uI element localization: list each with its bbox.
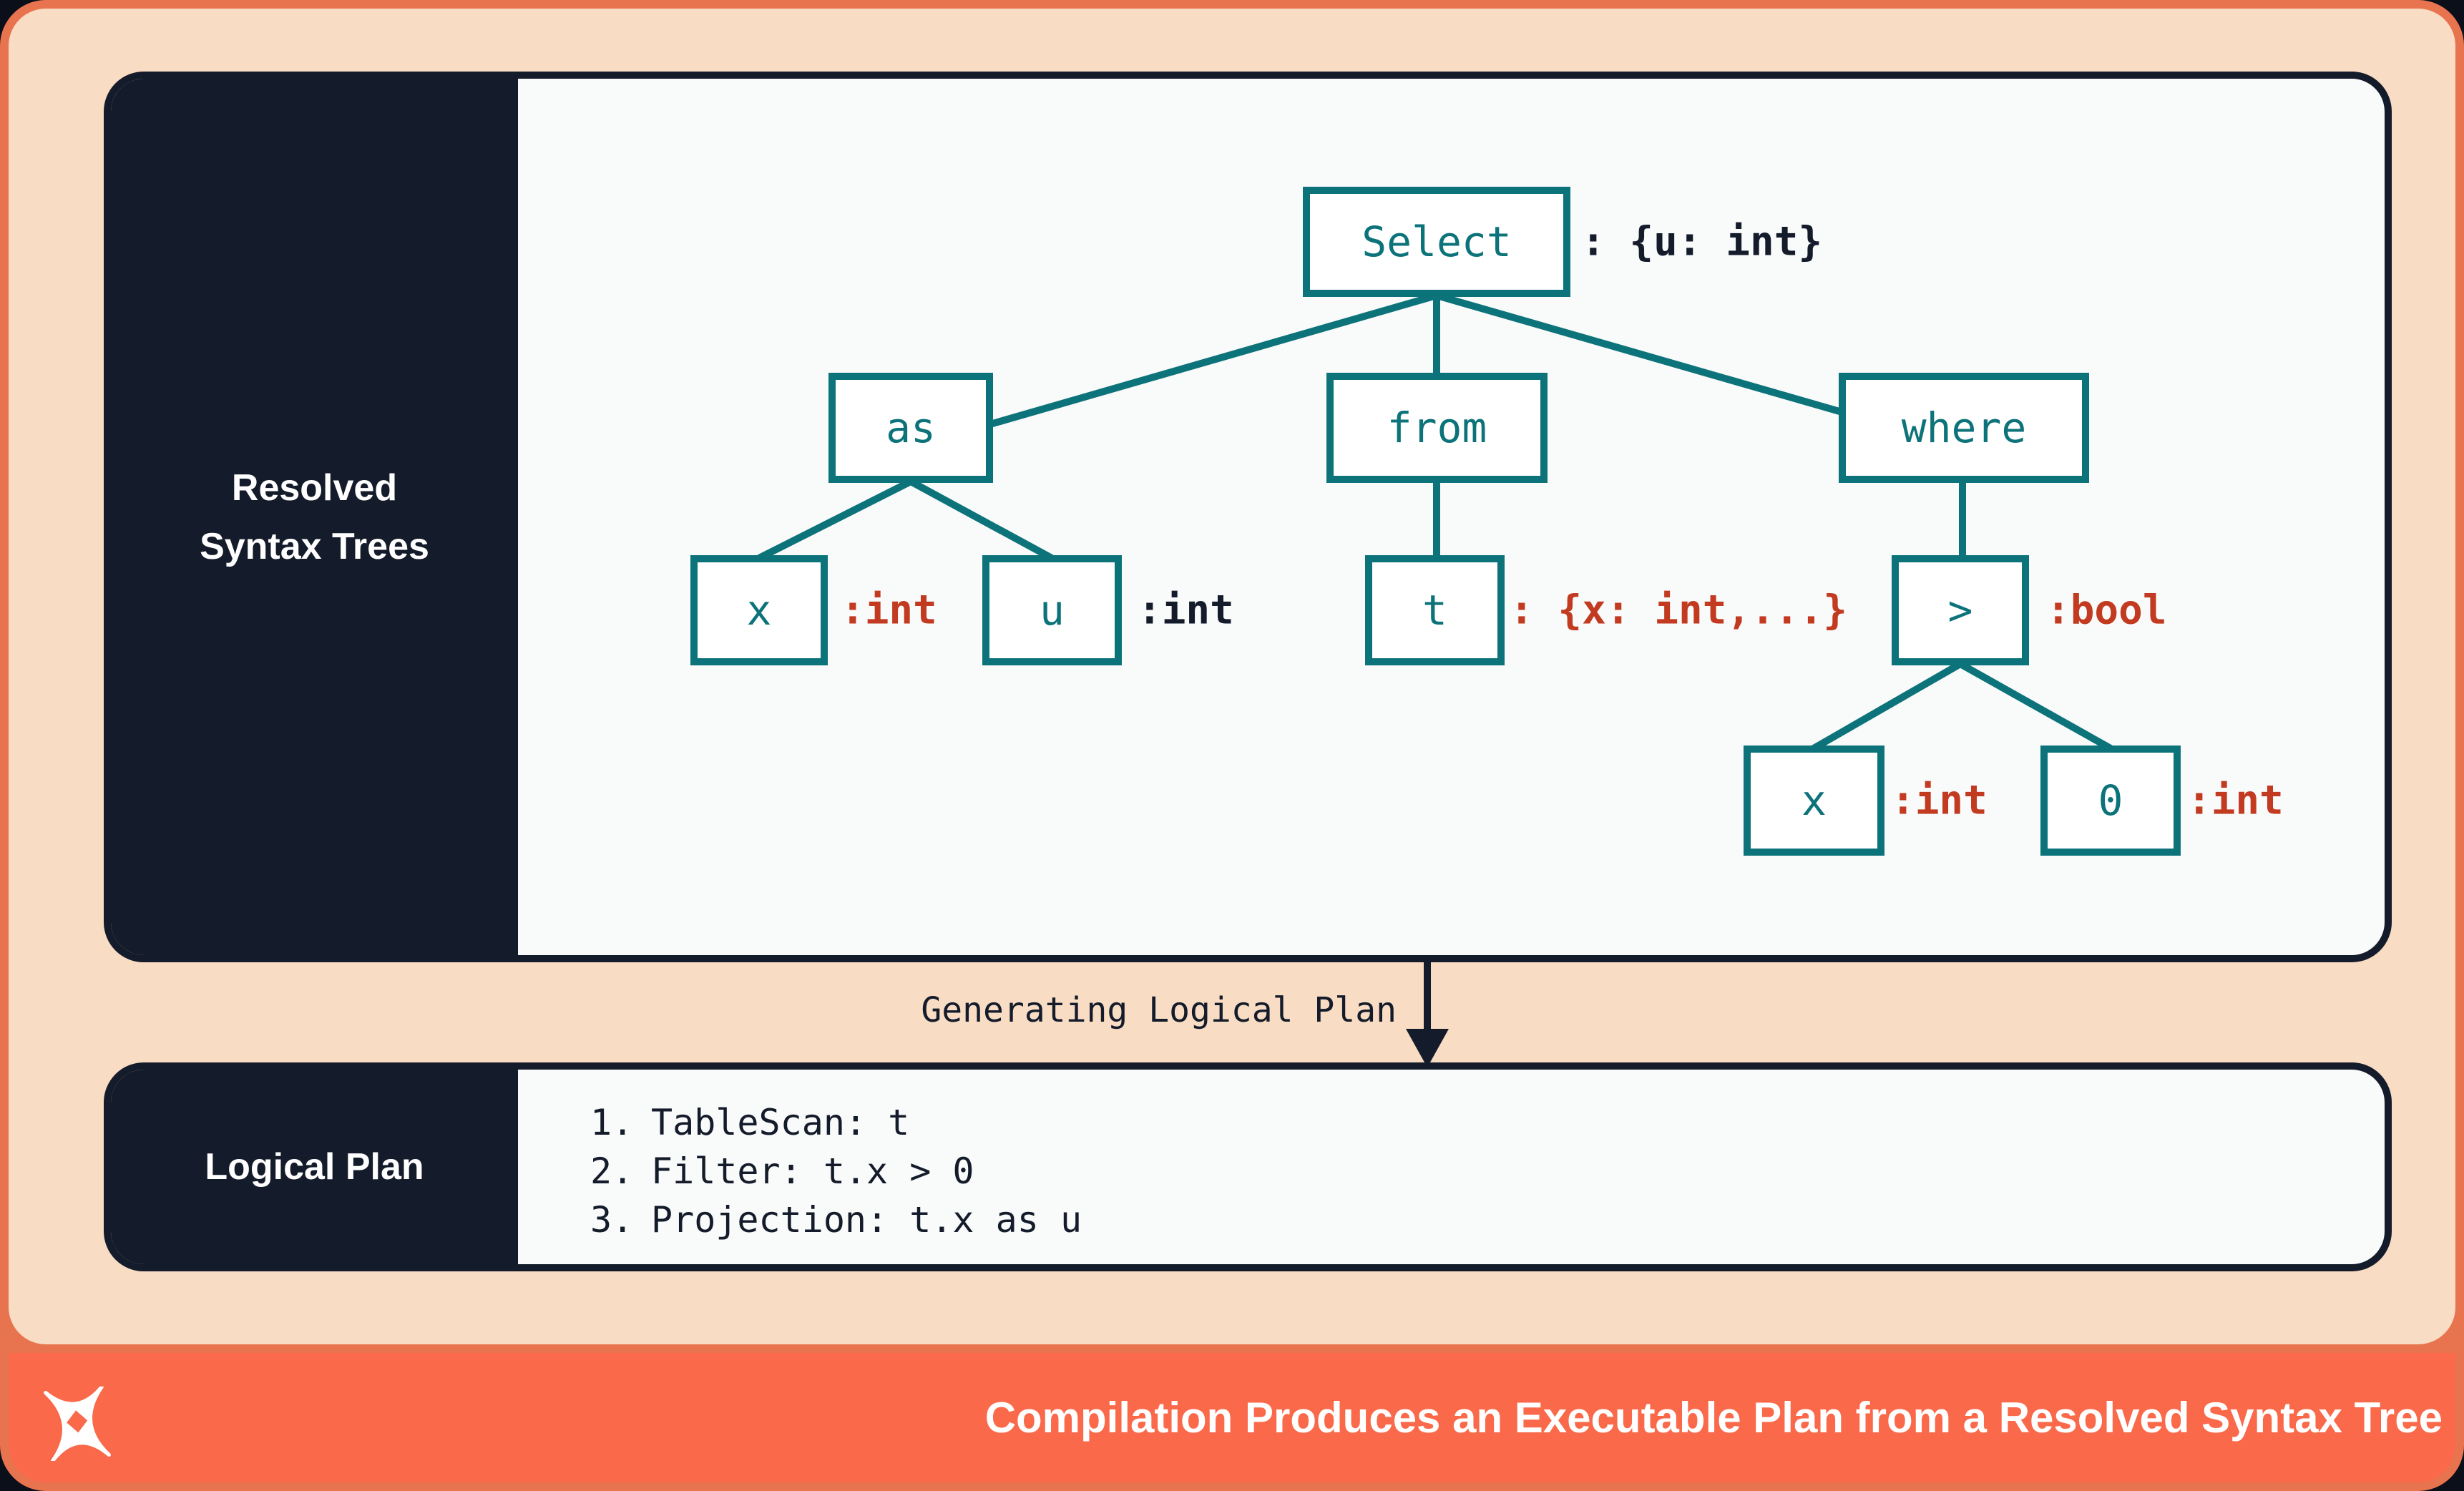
tree-node-select-label: Select	[1361, 217, 1512, 266]
sidebar-title-line2: Syntax Trees	[200, 525, 429, 567]
logical-plan-step: 1. TableScan: t	[590, 1098, 1082, 1147]
tree-node-x-gt: x	[1744, 746, 1884, 856]
tree-node-x-as-label: x	[746, 586, 772, 635]
tree-node-x-gt-label: x	[1801, 776, 1827, 825]
tree-node-as: as	[828, 373, 993, 483]
four-point-star-logo-icon	[44, 1387, 111, 1461]
tree-node-zero: 0	[2040, 746, 2181, 856]
tree-node-x-as: x	[690, 555, 828, 665]
down-arrow-head-icon	[1406, 1029, 1449, 1067]
logical-plan-sidebar: Logical Plan	[111, 1070, 518, 1264]
resolved-panel-sidebar: Resolved Syntax Trees	[111, 79, 518, 955]
step-text: Projection: t.x as u	[651, 1199, 1082, 1241]
tree-node-u-as-label: u	[1040, 586, 1065, 635]
logical-plan-step: 2. Filter: t.x > 0	[590, 1147, 1082, 1196]
footer-title: Compilation Produces an Executable Plan …	[984, 1394, 2443, 1442]
tree-node-t-from: t	[1365, 555, 1505, 665]
type-annotation-u-as: :int	[1138, 587, 1234, 634]
down-arrow-line	[1424, 962, 1431, 1034]
step-text: TableScan: t	[651, 1102, 910, 1143]
type-annotation-greater-than: :bool	[2046, 587, 2167, 634]
type-annotation-x-as: :int	[841, 587, 937, 634]
tree-node-select: Select	[1303, 187, 1570, 297]
logical-plan-sidebar-title: Logical Plan	[205, 1146, 424, 1188]
tree-node-where: where	[1839, 373, 2089, 483]
tree-node-greater-than: >	[1892, 555, 2029, 665]
logical-plan-step: 3. Projection: t.x as u	[590, 1196, 1082, 1244]
tree-node-where-label: where	[1901, 404, 2027, 452]
tree-node-u-as: u	[982, 555, 1122, 665]
tree-node-greater-than-label: >	[1947, 586, 1973, 635]
type-annotation-x-gt: :int	[1891, 777, 1988, 824]
tree-node-from: from	[1326, 373, 1548, 483]
transition-label: Generating Logical Plan	[921, 990, 1397, 1030]
type-annotation-t-from: : {x: int,...}	[1510, 587, 1848, 634]
logical-plan-steps: 1. TableScan: t 2. Filter: t.x > 0 3. Proje…	[590, 1098, 1082, 1244]
step-number: 1.	[590, 1102, 634, 1143]
tree-node-zero-label: 0	[2098, 776, 2123, 825]
type-annotation-select: : {u: int}	[1581, 218, 1823, 265]
tree-node-t-from-label: t	[1422, 586, 1447, 635]
logical-plan-panel: 1. TableScan: t 2. Filter: t.x > 0 3. Proje…	[104, 1062, 2392, 1271]
resolved-syntax-trees-panel: Select : {u: int} as from where x :int u…	[104, 72, 2392, 962]
footer-bar	[9, 1353, 2455, 1482]
tree-node-as-label: as	[886, 404, 936, 452]
step-number: 2.	[590, 1150, 634, 1192]
sidebar-title-line1: Resolved	[231, 466, 398, 509]
tree-node-from-label: from	[1387, 404, 1487, 452]
step-number: 3.	[590, 1199, 634, 1241]
type-annotation-zero: :int	[2187, 777, 2284, 824]
step-text: Filter: t.x > 0	[651, 1150, 974, 1192]
